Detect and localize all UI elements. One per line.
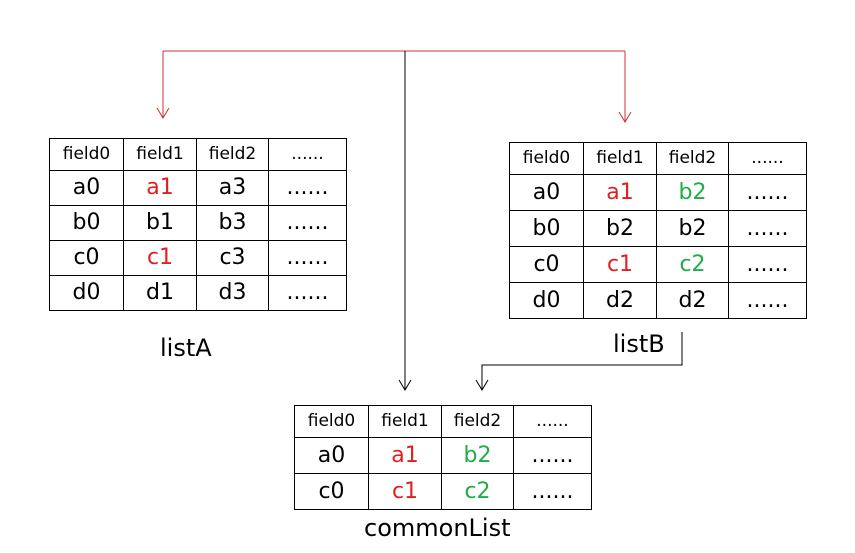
table-cell: b3 — [196, 205, 269, 241]
header-cell: field1 — [583, 142, 657, 175]
table-cell: c2 — [656, 246, 729, 283]
header-cell: field2 — [196, 138, 269, 171]
table-cell: c0 — [509, 246, 584, 283]
table-cell: ...... — [728, 210, 807, 247]
table-cell: ...... — [513, 473, 592, 510]
table-cell: a1 — [583, 174, 657, 211]
table-cell: a1 — [123, 170, 197, 206]
table-cell: b2 — [656, 210, 729, 247]
table-cell: d0 — [509, 282, 584, 319]
table-row: d0 d2 d2 ...... — [509, 282, 807, 319]
black-connector-to-common — [398, 51, 412, 391]
table-cell: a3 — [196, 170, 269, 206]
commonList-table: field0 field1 field2 ...... a0 a1 b2 ...… — [294, 405, 592, 510]
table-cell: c1 — [368, 473, 442, 510]
header-cell: field2 — [441, 405, 514, 438]
table-cell: a0 — [509, 174, 584, 211]
header-cell: field2 — [656, 142, 729, 175]
table-cell: c2 — [441, 473, 514, 510]
table-cell: c1 — [583, 246, 657, 283]
header-cell: field1 — [123, 138, 197, 171]
listA-table: field0 field1 field2 ...... a0 a1 a3 ...… — [49, 138, 347, 311]
table-row: c0 c1 c2 ...... — [294, 473, 592, 510]
table-cell: ...... — [268, 275, 347, 311]
table-cell: d2 — [656, 282, 729, 319]
table-cell: b2 — [656, 174, 729, 211]
table-cell: c1 — [123, 240, 197, 276]
header-cell: field1 — [368, 405, 442, 438]
listB-to-common-connector — [475, 332, 683, 391]
table-cell: ...... — [268, 170, 347, 206]
table-row: a0 a1 a3 ...... — [49, 170, 347, 206]
table-cell: ...... — [268, 205, 347, 241]
listB-caption: listB — [613, 330, 665, 358]
table-cell: c3 — [196, 240, 269, 276]
table-cell: d2 — [583, 282, 657, 319]
table-row: d0 d1 d3 ...... — [49, 275, 347, 311]
table-row: b0 b1 b3 ...... — [49, 205, 347, 241]
header-cell: ...... — [513, 405, 592, 438]
table-cell: b2 — [583, 210, 657, 247]
table-cell: a1 — [368, 437, 442, 474]
table-header-row: field0 field1 field2 ...... — [509, 142, 807, 175]
table-cell: d3 — [196, 275, 269, 311]
table-row: a0 a1 b2 ...... — [509, 174, 807, 211]
listA-caption: listA — [160, 334, 212, 362]
table-row: c0 c1 c3 ...... — [49, 240, 347, 276]
table-header-row: field0 field1 field2 ...... — [49, 138, 347, 171]
table-cell: ...... — [728, 246, 807, 283]
header-cell: ...... — [728, 142, 807, 175]
table-cell: c0 — [294, 473, 369, 510]
table-cell: a0 — [49, 170, 124, 206]
table-cell: ...... — [728, 174, 807, 211]
commonList-caption: commonList — [364, 514, 511, 542]
table-row: a0 a1 b2 ...... — [294, 437, 592, 474]
table-cell: ...... — [728, 282, 807, 319]
header-cell: field0 — [294, 405, 369, 438]
table-row: c0 c1 c2 ...... — [509, 246, 807, 283]
table-cell: c0 — [49, 240, 124, 276]
table-cell: d0 — [49, 275, 124, 311]
table-header-row: field0 field1 field2 ...... — [294, 405, 592, 438]
listB-table: field0 field1 field2 ...... a0 a1 b2 ...… — [509, 142, 807, 319]
header-cell: field0 — [49, 138, 124, 171]
table-cell: d1 — [123, 275, 197, 311]
table-cell: ...... — [268, 240, 347, 276]
red-connector — [156, 50, 632, 123]
table-row: b0 b2 b2 ...... — [509, 210, 807, 247]
table-cell: a0 — [294, 437, 369, 474]
header-cell: field0 — [509, 142, 584, 175]
header-cell: ...... — [268, 138, 347, 171]
table-cell: b2 — [441, 437, 514, 474]
table-cell: b0 — [49, 205, 124, 241]
table-cell: b1 — [123, 205, 197, 241]
table-cell: b0 — [509, 210, 584, 247]
table-cell: ...... — [513, 437, 592, 474]
